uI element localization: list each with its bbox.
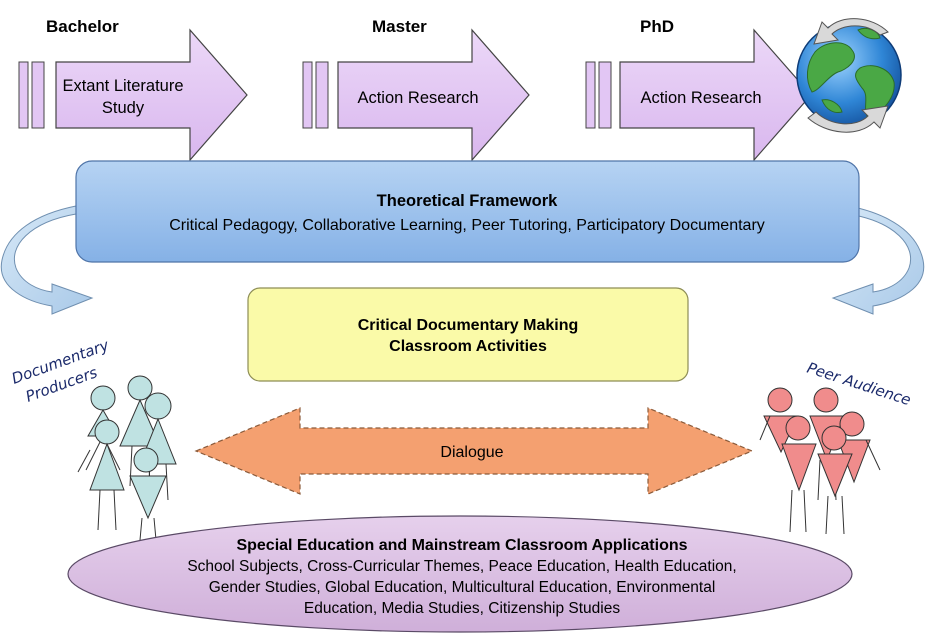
curved-arrow-right-icon [831, 205, 925, 315]
framework-subtitle: Critical Pedagogy, Collaborative Learnin… [169, 217, 765, 234]
stage-label-bachelor-line1: Extant Literature [62, 77, 183, 95]
globe-icon [796, 18, 902, 133]
stage-phd: PhD Action Research [585, 17, 812, 162]
stage-title-master: Master [372, 17, 427, 36]
stage-arrow-bachelor [55, 28, 248, 162]
curved-arrow-left-icon [0, 205, 94, 315]
stage-arrow-master [337, 28, 530, 162]
stage-title-phd: PhD [640, 17, 674, 36]
activities-line1: Critical Documentary Making [358, 317, 579, 334]
stage-label-phd: Action Research [640, 89, 761, 107]
documentary-producers-figures [77, 375, 177, 541]
framework-title: Theoretical Framework [377, 192, 558, 210]
applications-title: Special Education and Mainstream Classro… [236, 537, 687, 554]
activities-line2: Classroom Activities [389, 338, 547, 355]
applications-ellipse: Special Education and Mainstream Classro… [67, 515, 853, 633]
dialogue-label: Dialogue [440, 444, 503, 461]
stage-title-bachelor: Bachelor [46, 17, 119, 36]
stage-bachelor: Bachelor Extant Literature Study [18, 17, 248, 162]
dialogue-arrow: Dialogue [194, 407, 754, 495]
peer-audience-figures [759, 387, 881, 535]
stage-master: Master Action Research [302, 17, 530, 162]
theoretical-framework-box: Theoretical Framework Critical Pedagogy,… [75, 160, 860, 263]
applications-line2: Gender Studies, Global Education, Multic… [209, 579, 716, 596]
stage-arrow-phd [619, 28, 812, 162]
classroom-activities-box: Critical Documentary Making Classroom Ac… [247, 287, 689, 382]
stage-label-master: Action Research [357, 89, 478, 107]
applications-line3: Education, Media Studies, Citizenship St… [304, 600, 620, 617]
applications-line1: School Subjects, Cross-Curricular Themes… [187, 558, 736, 575]
stage-label-bachelor-line2: Study [102, 99, 145, 117]
